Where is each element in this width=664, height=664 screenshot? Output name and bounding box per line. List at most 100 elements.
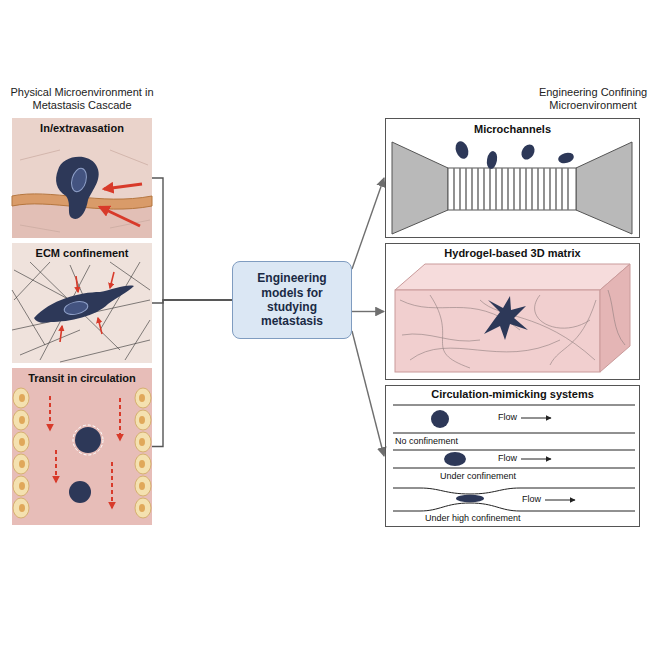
circulation-scene — [73, 425, 103, 455]
column-title: Physical Microenvironment in Metastasis … — [2, 86, 162, 112]
microchannel-device — [453, 139, 470, 160]
arrow-connector — [352, 178, 384, 269]
ecm-scene — [34, 286, 134, 323]
endothelial-cell — [19, 504, 25, 512]
circulation-scene — [12, 368, 152, 525]
endothelial-cell — [13, 454, 29, 474]
flow-channel — [431, 410, 449, 428]
flow-label: Flow — [522, 494, 541, 505]
flow-channel — [456, 495, 484, 503]
extravasation-scene — [20, 150, 150, 232]
microchannel-device — [519, 142, 537, 162]
model-panel: Microchannels — [385, 118, 640, 238]
condition-label: Under confinement — [440, 471, 516, 482]
endothelial-cell — [139, 394, 145, 402]
endothelial-cell — [135, 476, 151, 496]
endothelial-cell — [139, 460, 145, 468]
hydrogel-cube — [400, 290, 625, 368]
bracket-connector — [152, 178, 232, 300]
hydrogel-cube — [395, 290, 600, 372]
circulation-scene — [119, 398, 121, 440]
flow-channel — [393, 405, 635, 511]
circulation-scene — [49, 396, 51, 430]
flow-channel — [545, 500, 575, 501]
extravasation-scene — [56, 157, 99, 219]
endothelial-cell — [139, 504, 145, 512]
circulation-scene — [55, 450, 57, 482]
microchannel-device — [392, 142, 448, 234]
endothelial-cell — [19, 482, 25, 490]
model-panel: Hydrogel-based 3D matrix — [385, 243, 640, 380]
endothelial-cell — [135, 498, 151, 518]
scene-panel: ECM confinement — [12, 243, 152, 363]
microchannel-device — [486, 150, 499, 169]
endothelial-cell — [13, 388, 29, 408]
circulation-scene — [69, 481, 91, 503]
extravasation-scene — [100, 207, 140, 226]
extravasation-scene — [104, 184, 142, 189]
microchannel-device — [576, 142, 632, 234]
flow-label: Flow — [498, 453, 517, 464]
arrow-connector — [352, 331, 384, 456]
arrow-connector — [352, 311, 384, 312]
endothelial-cell — [139, 416, 145, 424]
endothelial-cell — [135, 454, 151, 474]
panel-heading: Microchannels — [386, 123, 639, 136]
endothelial-cell — [19, 438, 25, 446]
flow-channel — [393, 488, 635, 494]
microchannel-device — [448, 168, 576, 210]
microchannel-device — [557, 151, 575, 165]
panel-heading: ECM confinement — [12, 247, 152, 260]
hydrogel-cube — [395, 264, 630, 372]
endothelial-cell — [19, 394, 25, 402]
ecm-scene — [12, 243, 152, 363]
scene-panel: In/extravasation — [12, 118, 152, 238]
circulation-scene — [111, 462, 113, 508]
bracket-connector — [152, 300, 232, 447]
endothelial-cell — [19, 416, 25, 424]
ecm-scene — [12, 243, 152, 363]
endothelial-cell — [135, 432, 151, 452]
flow-channel — [521, 459, 551, 460]
flow-channel — [393, 405, 635, 406]
model-panel: Circulation-mimicking systemsFlow No conf… — [385, 385, 640, 527]
hydrogel-cube — [600, 264, 630, 372]
ecm-scene — [12, 262, 150, 362]
process-box: Engineering models for studying metastas… — [232, 261, 352, 339]
endothelial-cell — [135, 410, 151, 430]
column-title: Engineering Confining Microenvironment — [526, 86, 660, 112]
flow-channel — [521, 418, 551, 419]
ecm-scene — [60, 326, 62, 342]
flow-channel — [393, 450, 635, 451]
endothelial-cell — [135, 388, 151, 408]
extravasation-scene — [12, 118, 152, 238]
endothelial-cell — [13, 432, 29, 452]
endothelial-cell — [139, 482, 145, 490]
panel-heading: Circulation-mimicking systems — [386, 388, 639, 401]
flow-channel — [393, 468, 635, 469]
box-label: Engineering models for studying metastas… — [241, 271, 343, 329]
flow-channel — [393, 503, 635, 511]
flow-channel — [444, 452, 466, 466]
endothelial-cell — [13, 498, 29, 518]
ecm-scene — [110, 272, 114, 288]
extravasation-scene — [69, 167, 89, 194]
microchannel-device — [454, 168, 568, 210]
condition-label: No confinement — [395, 436, 458, 447]
hydrogel-cube — [395, 264, 630, 290]
panel-heading: In/extravasation — [12, 122, 152, 135]
circulation-scene — [12, 368, 152, 525]
ecm-scene — [76, 276, 78, 292]
flow-label: Flow — [498, 412, 517, 423]
endothelial-cell — [13, 410, 29, 430]
endothelial-cell — [19, 460, 25, 468]
hydrogel-cube — [484, 296, 528, 340]
endothelial-cell — [13, 388, 151, 518]
panel-heading: Transit in circulation — [12, 372, 152, 385]
ecm-scene — [98, 318, 102, 334]
circulation-scene — [75, 427, 101, 453]
endothelial-cell — [13, 476, 29, 496]
condition-label: Under high confinement — [425, 513, 521, 524]
